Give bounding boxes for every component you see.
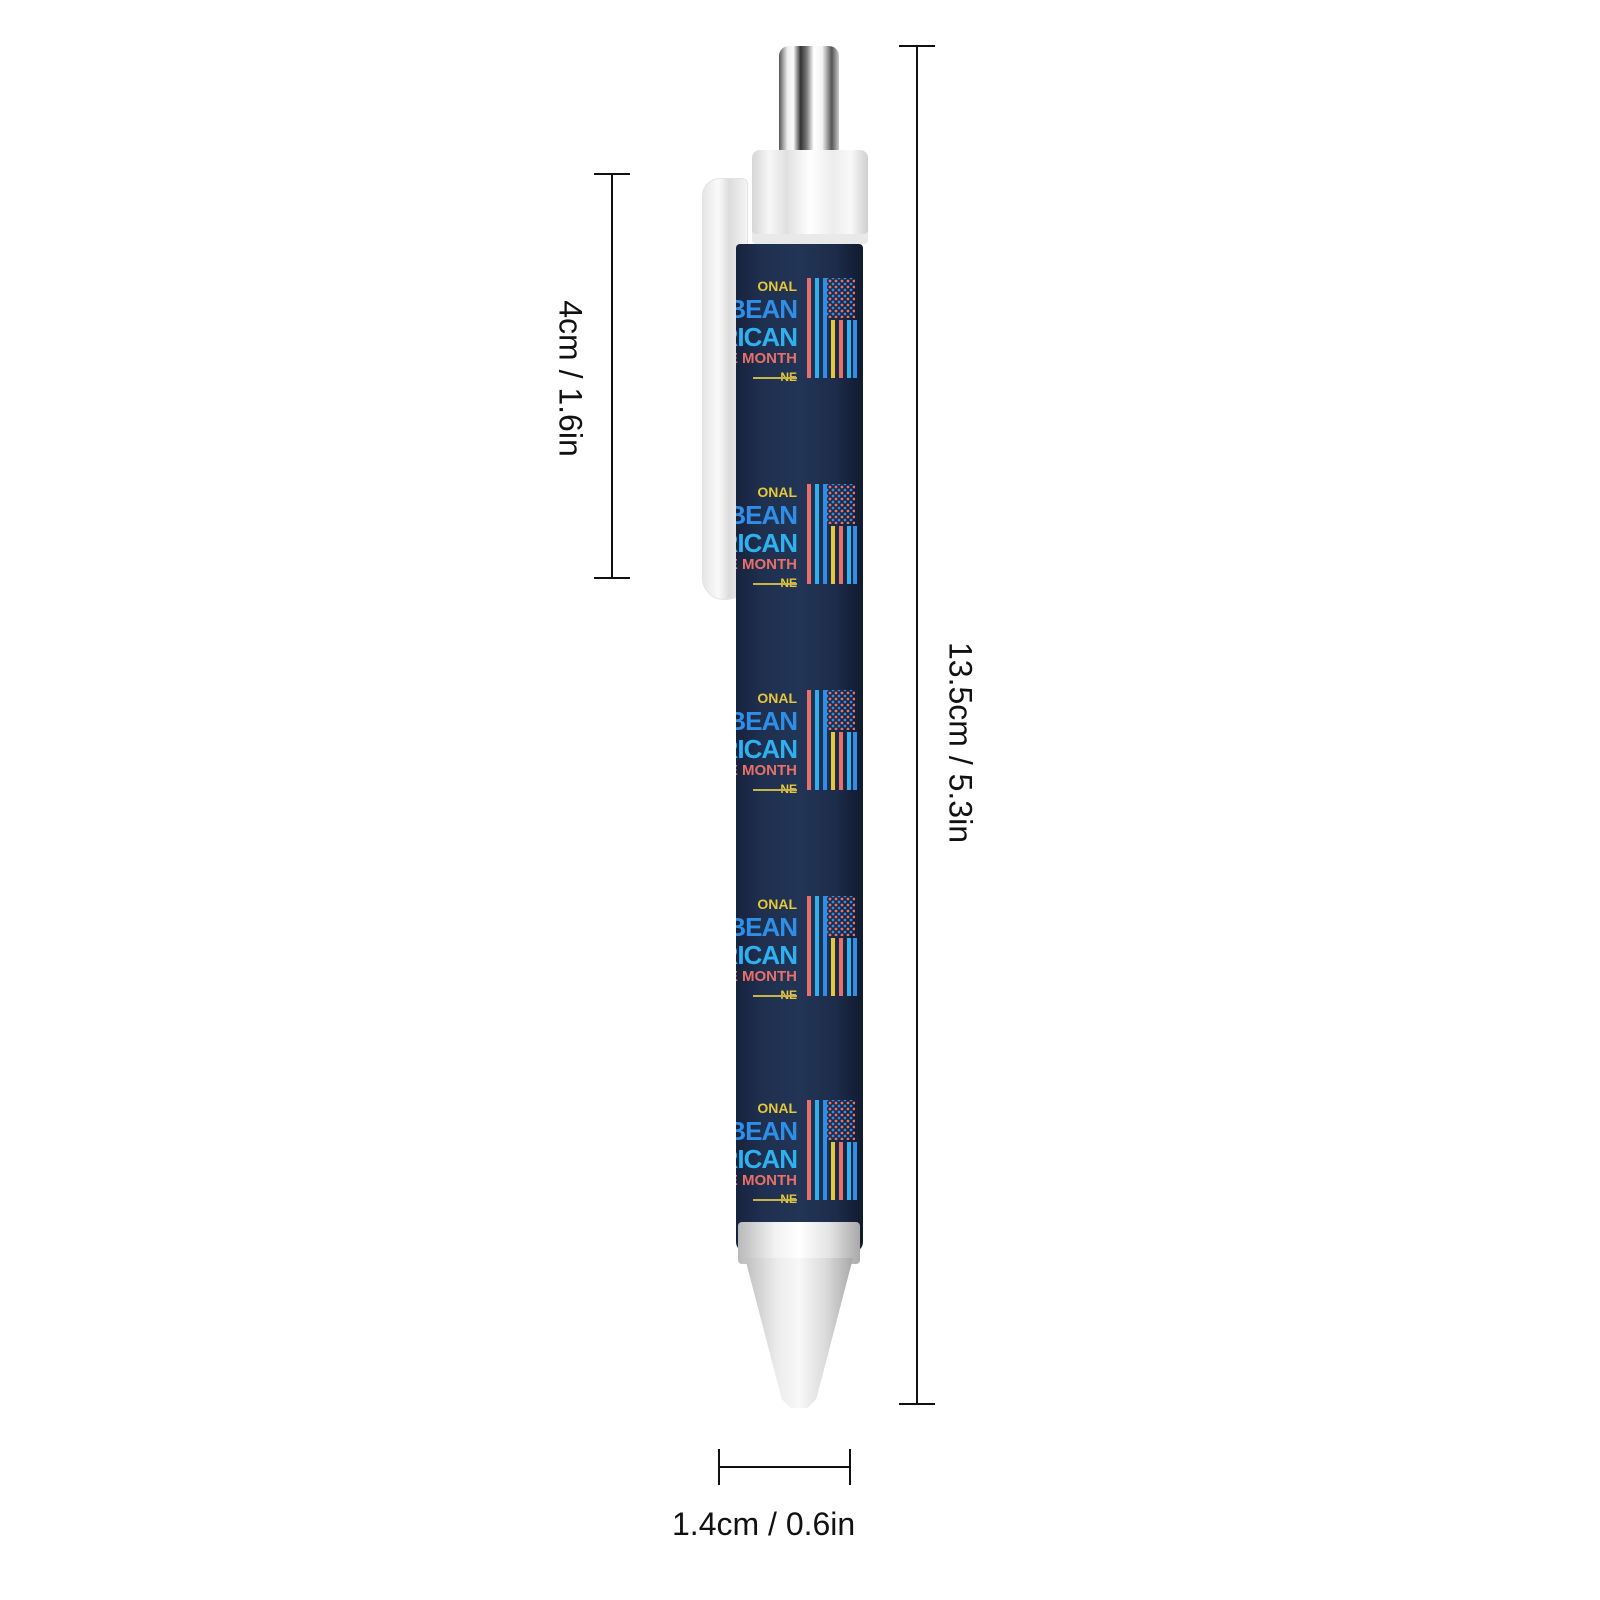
flag-icon <box>807 278 857 378</box>
print-motif: ONAL BEAN RICAN E MONTH NE <box>736 484 863 614</box>
print-motif: ONAL BEAN RICAN E MONTH NE <box>736 278 863 408</box>
total-length-label: 13.5cm / 5.3in <box>942 642 979 843</box>
print-motif: ONAL BEAN RICAN E MONTH NE <box>736 690 863 820</box>
pen-tip-cone <box>745 1258 853 1408</box>
clip-length-dimension-line <box>611 174 613 578</box>
flag-icon <box>807 896 857 996</box>
pen-barrel: ONAL BEAN RICAN E MONTH NE ONAL BEAN RIC… <box>736 244 863 1252</box>
diameter-dimension-line <box>719 1466 851 1468</box>
diameter-left-tick <box>718 1449 720 1485</box>
clip-length-label: 4cm / 1.6in <box>552 300 589 457</box>
print-motif: ONAL BEAN RICAN E MONTH NE <box>736 896 863 1026</box>
clip-length-top-tick <box>594 173 630 175</box>
pen-top-cap <box>752 150 868 244</box>
flag-icon <box>807 1100 857 1200</box>
total-length-bottom-tick <box>899 1403 935 1405</box>
print-motif: ONAL BEAN RICAN E MONTH NE <box>736 1100 863 1230</box>
pen-plunger-button <box>779 46 839 154</box>
clip-length-bottom-tick <box>594 577 630 579</box>
total-length-dimension-line <box>916 46 918 1404</box>
diameter-right-tick <box>849 1449 851 1485</box>
flag-icon <box>807 690 857 790</box>
pen-tip-ring <box>738 1222 860 1264</box>
total-length-top-tick <box>899 45 935 47</box>
diameter-label: 1.4cm / 0.6in <box>672 1506 856 1542</box>
flag-icon <box>807 484 857 584</box>
